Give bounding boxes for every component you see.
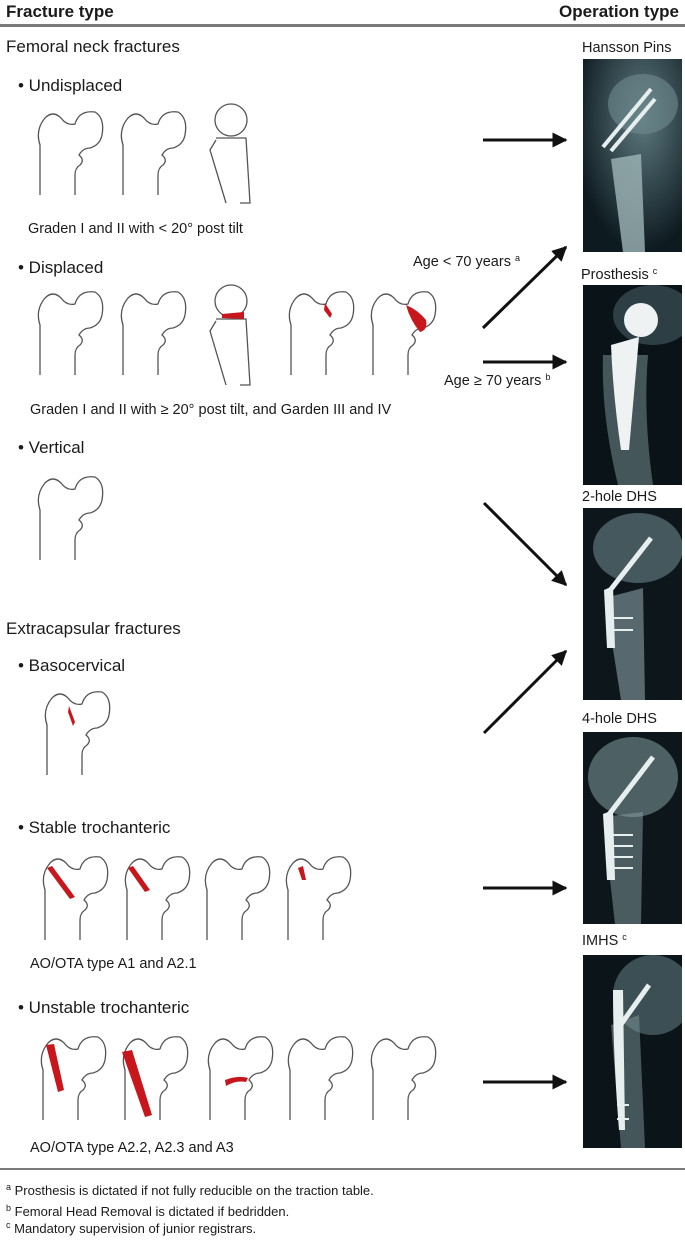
caption-stable-trochanteric: AO/OTA type A1 and A2.1 bbox=[30, 956, 197, 972]
femur-drawing bbox=[122, 1036, 189, 1121]
fracture-highlight bbox=[46, 1044, 64, 1092]
operation-label-prosthesis: Prosthesis c bbox=[581, 266, 658, 283]
femur-drawing-axial bbox=[209, 103, 251, 204]
xray-hansson-pins bbox=[583, 59, 682, 252]
header-rule bbox=[0, 24, 685, 27]
operation-label-2-hole-dhs: 2-hole DHS bbox=[582, 489, 657, 505]
bullet-stable-trochanteric: • Stable trochanteric bbox=[18, 818, 171, 837]
xray-prosthesis bbox=[583, 285, 682, 485]
bullet-displaced: • Displaced bbox=[18, 258, 104, 277]
operation-label-4-hole-dhs: 4-hole DHS bbox=[582, 711, 657, 727]
footnote-mark: b bbox=[545, 372, 551, 382]
bullet-unstable-trochanteric: • Unstable trochanteric bbox=[18, 998, 190, 1017]
footnote-b: b Femoral Head Removal is dictated if be… bbox=[6, 1203, 290, 1219]
femur-drawing bbox=[120, 291, 187, 376]
fracture-highlight bbox=[298, 866, 306, 880]
fracture-highlight bbox=[68, 706, 75, 726]
section-title-femoral-neck: Femoral neck fractures bbox=[6, 37, 180, 56]
fracture-highlight bbox=[47, 866, 75, 899]
femur-drawing bbox=[44, 691, 111, 776]
footnote-mark: c bbox=[622, 932, 627, 942]
fracture-highlight bbox=[324, 303, 332, 318]
femur-drawing bbox=[42, 856, 109, 941]
footnote-mark: c bbox=[652, 266, 658, 276]
xray-2-hole-dhs bbox=[583, 508, 682, 700]
femur-drawing bbox=[370, 291, 437, 376]
bullet-vertical: • Vertical bbox=[18, 438, 85, 457]
femur-drawing bbox=[37, 111, 104, 196]
fracture-highlight bbox=[225, 1076, 248, 1086]
caption-undisplaced: Graden I and II with < 20° post tilt bbox=[28, 221, 243, 237]
section-title-extracapsular: Extracapsular fractures bbox=[6, 619, 181, 638]
femur-drawing bbox=[120, 111, 187, 196]
femur-drawing bbox=[37, 291, 104, 376]
femur-drawing-axial bbox=[209, 284, 251, 386]
footnote-mark: a bbox=[514, 253, 520, 263]
bullet-basocervical: • Basocervical bbox=[18, 656, 126, 675]
femur-drawing bbox=[370, 1036, 437, 1121]
operation-label-hansson-pins: Hansson Pins bbox=[582, 40, 672, 56]
fracture-highlight bbox=[128, 866, 150, 892]
operation-label-imhs: IMHS c bbox=[582, 932, 627, 949]
arrow-up-right bbox=[482, 649, 568, 735]
footer-rule bbox=[0, 1168, 685, 1170]
footnote-c: c Mandatory supervision of junior regist… bbox=[6, 1220, 257, 1236]
femur-drawing bbox=[207, 1036, 274, 1121]
fracture-highlight bbox=[222, 312, 244, 319]
caption-displaced: Graden I and II with ≥ 20° post tilt, an… bbox=[30, 402, 392, 418]
femur-drawing bbox=[124, 856, 191, 941]
xray-4-hole-dhs bbox=[583, 732, 682, 924]
footnote-a: a Prosthesis is dictated if not fully re… bbox=[6, 1182, 374, 1198]
femur-drawing bbox=[37, 476, 104, 561]
age-under-70-label: Age < 70 years a bbox=[413, 253, 520, 270]
femur-drawing bbox=[287, 1036, 354, 1121]
bullet-undisplaced: • Undisplaced bbox=[18, 76, 123, 95]
arrow-down-right bbox=[482, 501, 568, 587]
xray-imhs bbox=[583, 955, 682, 1148]
operation-type-header: Operation type bbox=[559, 2, 679, 21]
femur-drawing bbox=[204, 856, 271, 941]
fracture-highlight bbox=[406, 305, 427, 332]
caption-unstable-trochanteric: AO/OTA type A2.2, A2.3 and A3 bbox=[30, 1140, 234, 1156]
femur-drawing bbox=[288, 291, 355, 376]
age-over-70-label: Age ≥ 70 years b bbox=[444, 372, 551, 389]
fracture-type-header: Fracture type bbox=[6, 2, 114, 21]
femur-drawing bbox=[285, 856, 352, 941]
fracture-highlight bbox=[122, 1050, 152, 1117]
femur-drawing bbox=[40, 1036, 107, 1121]
